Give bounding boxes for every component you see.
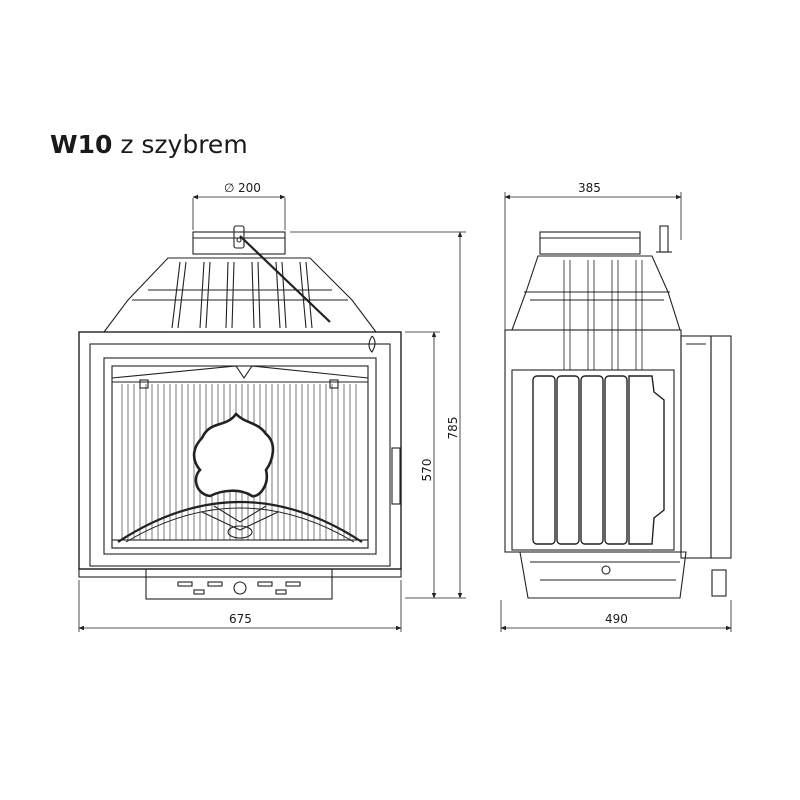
dim-flue-diameter: 200 bbox=[238, 181, 261, 195]
page-title: W10 z szybrem bbox=[50, 130, 248, 159]
model-name: W10 bbox=[50, 130, 113, 159]
flame-icon bbox=[192, 411, 275, 498]
grate-arch bbox=[117, 501, 363, 543]
ash-drawer bbox=[145, 568, 333, 600]
damper-bracket bbox=[233, 225, 245, 249]
damper-lever bbox=[239, 235, 331, 323]
side-dimensions bbox=[500, 192, 732, 632]
side-flue-collar bbox=[539, 231, 641, 255]
side-base bbox=[519, 551, 687, 599]
model-variant: z szybrem bbox=[112, 130, 248, 159]
flue-hood bbox=[102, 257, 378, 333]
dim-front-width: 675 bbox=[229, 612, 252, 626]
flue-collar bbox=[192, 231, 286, 255]
firebox-grooves bbox=[121, 384, 357, 540]
side-door bbox=[680, 335, 712, 559]
dim-body-height: 570 bbox=[420, 459, 434, 482]
deflector bbox=[111, 365, 369, 379]
door-frame bbox=[103, 357, 377, 555]
side-hood bbox=[511, 255, 681, 331]
side-fins bbox=[532, 375, 665, 545]
hook bbox=[368, 335, 376, 353]
dim-side-top-depth: 385 bbox=[578, 181, 601, 195]
hood-ribs bbox=[171, 261, 313, 329]
diameter-symbol: ∅ bbox=[224, 181, 234, 195]
front-dimensions bbox=[78, 194, 466, 632]
dim-side-depth: 490 bbox=[605, 612, 628, 626]
door-handle bbox=[391, 447, 401, 505]
front-view bbox=[78, 225, 402, 600]
side-view bbox=[504, 225, 732, 599]
dim-total-height: 785 bbox=[446, 417, 460, 440]
air-regulator-knob bbox=[233, 581, 247, 595]
